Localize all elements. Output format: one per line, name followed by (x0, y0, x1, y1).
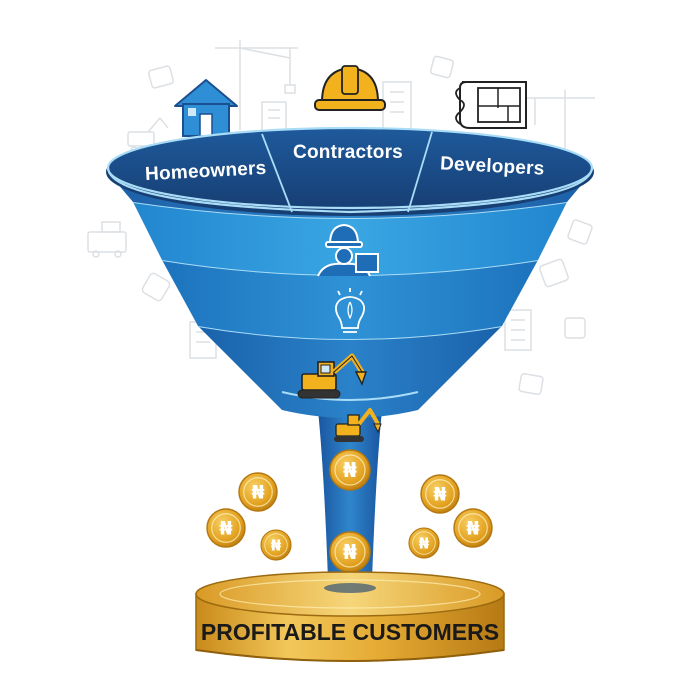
gold-pedestal (195, 571, 505, 662)
building-icon-3 (504, 309, 532, 351)
wrench-sketch-icon (141, 272, 171, 302)
coin-right-2: ₦ (453, 508, 493, 548)
tools-sketch-icon (539, 219, 593, 288)
hardhat-icon (314, 65, 386, 111)
svg-text:₦: ₦ (343, 540, 357, 564)
svg-text:₦: ₦ (219, 518, 232, 540)
segment-divider-right (407, 131, 433, 213)
coin-left-2: ₦ (206, 508, 246, 548)
excavator-icon (297, 353, 367, 399)
segment-label-contractors: Contractors (293, 142, 403, 163)
lightbulb-brain-icon (335, 288, 365, 333)
truck-sketch-icon (87, 221, 127, 258)
coin-spout-top: ₦ (329, 449, 371, 491)
sketch-icon-top-right (429, 55, 455, 79)
worker-icon (317, 223, 379, 277)
segment-divider-left (261, 133, 293, 213)
base-label: PROFITABLE CUSTOMERS (201, 619, 499, 645)
house-icon (174, 79, 238, 137)
svg-text:₦: ₦ (433, 484, 446, 506)
coin-left-3: ₦ (260, 529, 292, 561)
building-icon-2 (261, 101, 287, 133)
blueprint-icon (455, 81, 527, 129)
building-icon-1 (382, 81, 412, 131)
svg-text:₦: ₦ (271, 536, 282, 554)
small-excavator-icon (334, 408, 382, 442)
svg-text:₦: ₦ (343, 458, 357, 482)
sketch-icon-top-left (147, 65, 175, 89)
funnel-band-4 (197, 325, 503, 418)
svg-text:₦: ₦ (419, 534, 430, 552)
sketch-icon-right-mid (518, 317, 586, 396)
coin-spout-bottom: ₦ (329, 531, 371, 573)
coin-right-1: ₦ (420, 474, 460, 514)
coin-left-1: ₦ (238, 472, 278, 512)
svg-text:₦: ₦ (251, 482, 264, 504)
crane-icon-left (215, 40, 298, 130)
coin-right-3: ₦ (408, 527, 440, 559)
svg-text:₦: ₦ (466, 518, 479, 540)
funnel-rim (106, 126, 594, 216)
